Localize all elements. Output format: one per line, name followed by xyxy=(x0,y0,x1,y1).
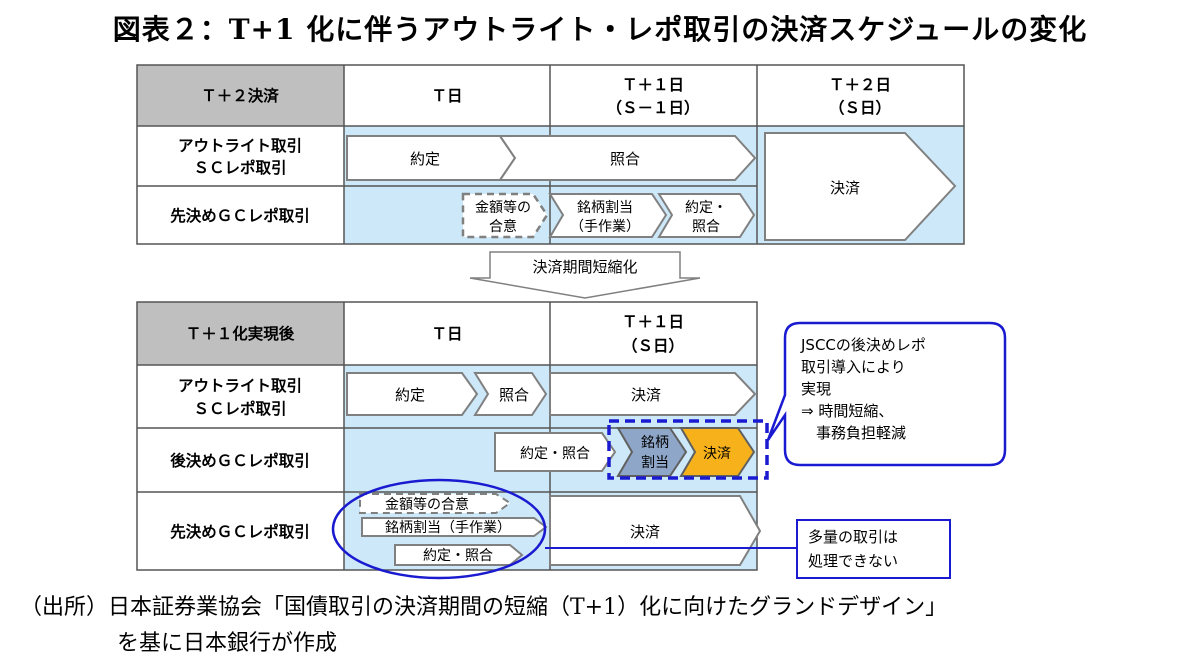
bottom-kingaku-label: 金額等の合意 xyxy=(385,496,469,513)
top-arrows: 約定 照合 決済 金額等の 合意 銘柄割当 （手作業） 約定・ 照合 xyxy=(346,132,957,241)
top-header-t2-cell xyxy=(757,65,964,126)
top-header-t1-cell xyxy=(550,65,757,126)
top-row-sc-repo: ＳＣレポ取引 xyxy=(193,158,286,177)
bottom-yakutei-shogo-small-label: 約定・照合 xyxy=(423,548,493,564)
top-shogo-arrow xyxy=(498,135,757,181)
top-header-t2-sub: （Ｓ日） xyxy=(829,99,891,117)
bottom-shogo-arrow xyxy=(473,372,548,416)
top-shogo-label: 照合 xyxy=(610,150,640,168)
top-kingaku-label-2: 合意 xyxy=(489,218,517,235)
figure-title: 図表２：T+1 化に伴うアウトライト・レポ取引の決済スケジュールの変化 xyxy=(112,13,1088,46)
source-note: （出所）日本証券業協会「国債取引の決済期間の短縮（T+1）化に向けたグランドデザ… xyxy=(20,590,947,662)
top-header-label: Ｔ＋２決済 xyxy=(201,86,279,105)
bottom-meigara-tesagyou-label: 銘柄割当（手作業） xyxy=(385,519,511,536)
bottom-row-outright: アウトライト取引 xyxy=(178,377,302,395)
middle-arrow: 決済期間短縮化 xyxy=(469,251,701,299)
bottom-header-t1-sub: （Ｓ日） xyxy=(622,337,684,355)
jscc-callout-line-5: 事務負担軽減 xyxy=(801,424,906,442)
top-meigara-label-2: （手作業） xyxy=(570,219,640,235)
bottom-kessai-orange-label: 決済 xyxy=(703,446,731,462)
jscc-callout: JSCCの後決めレポ 取引導入により 実現 ⇒ 時間短縮、 事務負担軽減 xyxy=(766,321,1007,467)
bottom-kessai-arrow xyxy=(549,372,757,416)
bottom-header-label: Ｔ＋１化実現後 xyxy=(186,324,295,343)
top-yakutei-shogo-arrow xyxy=(657,193,756,238)
bottom-row-gc-pre: 先決めＧＣレポ取引 xyxy=(170,522,310,541)
top-yakutei-shogo-label-2: 照合 xyxy=(692,219,720,235)
top-kessai-arrow xyxy=(764,132,957,241)
jscc-callout-line-4: ⇒ 時間短縮、 xyxy=(801,402,893,420)
many-callout-line-1: 多量の取引は xyxy=(808,528,898,546)
top-meigara-label-1: 銘柄割当 xyxy=(577,199,633,216)
bottom-meigara-label-2: 割当 xyxy=(641,454,669,471)
bottom-header-t-day: Ｔ日 xyxy=(431,325,462,343)
top-kingaku-label-1: 金額等の xyxy=(475,199,531,216)
top-yakutei-label: 約定 xyxy=(410,150,440,168)
source-line-2: を基に日本銀行が作成 xyxy=(117,631,338,656)
top-header-label-cell xyxy=(137,65,344,126)
many-callout: 多量の取引は 処理できない xyxy=(545,519,951,579)
top-row-outright: アウトライト取引 xyxy=(178,137,302,155)
source-line-1: （出所）日本証券業協会「国債取引の決済期間の短縮（T+1）化に向けたグランドデザ… xyxy=(20,595,948,620)
jscc-callout-line-2: 取引導入により xyxy=(801,358,906,376)
top-header-t-day: Ｔ日 xyxy=(431,87,462,105)
top-row-label-cells xyxy=(137,126,344,244)
top-meigara-arrow xyxy=(548,193,668,238)
bottom-header-label-cell xyxy=(137,302,344,365)
top-header-t1-day: Ｔ＋１日 xyxy=(622,76,684,94)
bottom-kessai-orange-arrow xyxy=(679,427,756,477)
bottom-header-t1-cell xyxy=(550,302,757,365)
many-callout-line-2: 処理できない xyxy=(808,552,898,570)
bottom-yakutei-shogo-small-arrow xyxy=(394,544,524,566)
bottom-kessai-2-label: 決済 xyxy=(630,523,660,541)
top-header-t2-day: Ｔ＋２日 xyxy=(829,76,891,94)
problem-ellipse xyxy=(331,478,547,580)
highlight-dashed-box xyxy=(607,419,769,480)
jscc-callout-line-1: JSCCの後決めレポ xyxy=(800,336,926,354)
bottom-header-t1-day: Ｔ＋１日 xyxy=(622,313,684,331)
bottom-row-label-cells xyxy=(137,365,344,570)
bottom-kingaku-arrow xyxy=(359,493,512,514)
bottom-meigara-label-1: 銘柄 xyxy=(641,435,669,451)
bottom-meigara-arrow xyxy=(616,427,688,477)
top-kessai-label: 決済 xyxy=(830,179,860,197)
top-kingaku-arrow xyxy=(461,192,549,239)
bottom-kessai-label: 決済 xyxy=(631,386,661,404)
bottom-yakutei-shogo-label: 約定・照合 xyxy=(520,446,590,462)
top-yakutei-shogo-label-1: 約定・ xyxy=(685,200,727,216)
bottom-shogo-label: 照合 xyxy=(499,386,529,404)
top-row-gc-pre: 先決めＧＣレポ取引 xyxy=(170,206,310,225)
jscc-callout-line-3: 実現 xyxy=(801,380,831,398)
bottom-yakutei-arrow xyxy=(346,372,479,416)
bottom-header-t-cell xyxy=(344,302,550,365)
middle-arrow-label: 決済期間短縮化 xyxy=(532,258,637,276)
bottom-meigara-tesagyou-arrow xyxy=(361,517,548,537)
bottom-yakutei-label: 約定 xyxy=(395,386,425,404)
bottom-row-sc-repo: ＳＣレポ取引 xyxy=(193,399,286,418)
bottom-row-gc-post: 後決めＧＣレポ取引 xyxy=(170,451,310,470)
top-header-t-cell xyxy=(344,65,550,126)
top-header-t1-sub: （Ｓ－１日） xyxy=(606,99,699,117)
